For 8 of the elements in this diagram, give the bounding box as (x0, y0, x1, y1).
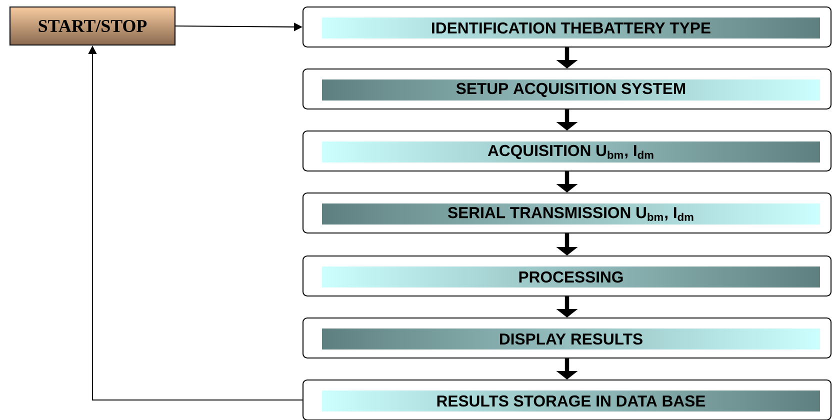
process-box: ACQUISITION U$_{bm}$, I$_{dm}$ (302, 130, 832, 172)
start-stop-box: START/STOP (9, 6, 176, 46)
process-box: DISPLAY RESULTS (302, 318, 832, 359)
process-box: IDENTIFICATION THEBATTERY TYPE (302, 6, 832, 48)
process-box: RESULTS STORAGE IN DATA BASE (302, 379, 832, 420)
process-box: PROCESSING (302, 255, 832, 297)
process-box: SETUP ACQUISITION SYSTEM (302, 68, 832, 110)
process-box: SERIAL TRANSMISSION U$_{bm}$, I$_{dm}$ (302, 192, 832, 234)
